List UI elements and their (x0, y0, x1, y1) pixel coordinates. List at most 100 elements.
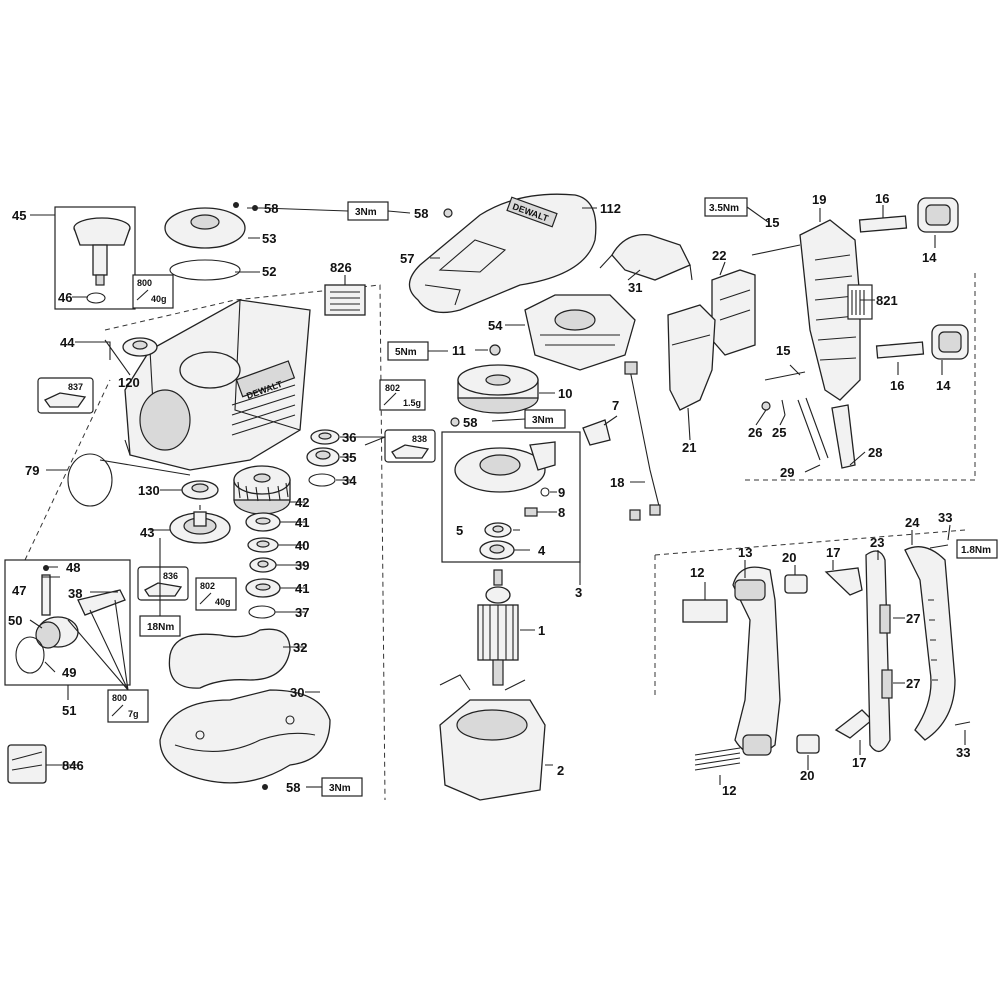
callout-47: 47 (12, 583, 26, 598)
callout-17a: 17 (826, 545, 840, 560)
callout-17b: 17 (852, 755, 866, 770)
torque-5nm: 5Nm (387, 341, 448, 361)
tool-838-box: 838 (384, 429, 436, 463)
callout-49: 49 (62, 665, 76, 680)
gear-housing-part: DEWALT (124, 299, 311, 471)
callout-33b: 33 (956, 745, 970, 760)
torque-value: 3Nm (532, 415, 554, 426)
grease-callout-802-1-5g: 802 1.5g (379, 379, 426, 411)
callout-labels: 45 46 44 120 79 130 43 48 47 38 50 49 51… (8, 191, 970, 798)
callout-20a: 20 (782, 550, 796, 565)
bearing-130-part (181, 480, 219, 500)
switch-31-part (599, 234, 693, 281)
torque-value: 5Nm (395, 347, 417, 358)
callout-12a: 12 (690, 565, 704, 580)
callout-8: 8 (558, 505, 565, 520)
callout-50: 50 (8, 613, 22, 628)
callout-41a: 41 (295, 515, 309, 530)
motor-cover-57-part: DEWALT (408, 193, 597, 314)
switch-housing-54-part (524, 294, 636, 371)
bumpers-14 (917, 197, 969, 360)
callout-15a: 15 (765, 215, 779, 230)
callout-10: 10 (558, 386, 572, 401)
cable-parts (582, 361, 661, 521)
tool-836-box: 836 (137, 566, 189, 601)
grease-code: 800 (137, 278, 152, 288)
callout-40: 40 (295, 538, 309, 553)
callout-9: 9 (558, 485, 565, 500)
plugs-20 (784, 574, 820, 754)
grease-amount: 7g (128, 709, 139, 719)
callout-52: 52 (262, 264, 276, 279)
leader-lines (29, 205, 966, 785)
callout-37: 37 (295, 605, 309, 620)
bearing-120-part (122, 337, 158, 357)
screw-58-center (450, 417, 460, 427)
callout-28: 28 (868, 445, 882, 460)
callout-22: 22 (712, 248, 726, 263)
levers-17 (824, 567, 873, 739)
grease-code: 800 (112, 693, 127, 703)
callout-29: 29 (780, 465, 794, 480)
callout-826: 826 (330, 260, 352, 275)
callout-41b: 41 (295, 581, 309, 596)
callout-57: 57 (400, 251, 414, 266)
callout-54: 54 (488, 318, 503, 333)
callout-1: 1 (538, 623, 545, 638)
callout-30: 30 (290, 685, 304, 700)
bag-846-part (7, 744, 47, 784)
tool-code: 836 (163, 571, 178, 581)
callout-19: 19 (812, 192, 826, 207)
gear-cover-part (164, 202, 246, 281)
callout-5: 5 (456, 523, 463, 538)
grease-callout-802-40g: 802 40g (195, 577, 237, 611)
callout-42: 42 (295, 495, 309, 510)
callout-39: 39 (295, 558, 309, 573)
housing-outline-lines (104, 339, 131, 456)
pin-15b (764, 371, 806, 381)
callout-821: 821 (876, 293, 898, 308)
callout-51: 51 (62, 703, 76, 718)
callout-79: 79 (25, 463, 39, 478)
housing-lower-line (99, 459, 191, 476)
bottom-cover-30-part (159, 689, 331, 784)
group-boundary-gear (104, 284, 386, 801)
callout-130: 130 (138, 483, 160, 498)
callout-2: 2 (557, 763, 564, 778)
brush-holder-part (454, 441, 556, 560)
torque-value: 18Nm (147, 622, 174, 633)
handle-13-part (732, 566, 781, 756)
callout-120: 120 (118, 375, 140, 390)
callout-58a: 58 (264, 201, 278, 216)
callout-18: 18 (610, 475, 624, 490)
callout-44: 44 (60, 335, 75, 350)
spring-12-top (682, 599, 728, 623)
callout-21: 21 (682, 440, 696, 455)
grease-amount: 40g (215, 597, 231, 607)
o-ring-79 (67, 453, 113, 507)
callout-112: 112 (600, 201, 621, 216)
grease-callout-800-7g: 800 7g (107, 689, 149, 723)
torque-3nm-mid: 3Nm (491, 409, 566, 429)
callout-32: 32 (293, 640, 307, 655)
pin-15a (751, 244, 801, 256)
torque-value: 3.5Nm (709, 203, 739, 214)
callout-38: 38 (68, 586, 82, 601)
callout-33a: 33 (938, 510, 952, 525)
torque-3nm-bottom: 3Nm (262, 777, 363, 797)
torque-value: 3Nm (329, 783, 351, 794)
callout-15b: 15 (776, 343, 790, 358)
subassembly-box-3 (441, 431, 581, 563)
callout-35: 35 (342, 450, 356, 465)
spring-12-bottom (694, 747, 741, 771)
spindle-part (73, 217, 131, 304)
grease-amount: 40g (151, 294, 167, 304)
callout-58b: 58 (414, 206, 428, 221)
torque-1-8nm: 1.8Nm (956, 539, 998, 559)
grease-amount: 1.5g (403, 398, 421, 408)
callout-46: 46 (58, 290, 72, 305)
small-parts-right (761, 397, 856, 469)
piston-assembly-part (15, 565, 126, 674)
callout-846: 846 (62, 758, 84, 773)
group-boundary-handle (654, 529, 966, 695)
